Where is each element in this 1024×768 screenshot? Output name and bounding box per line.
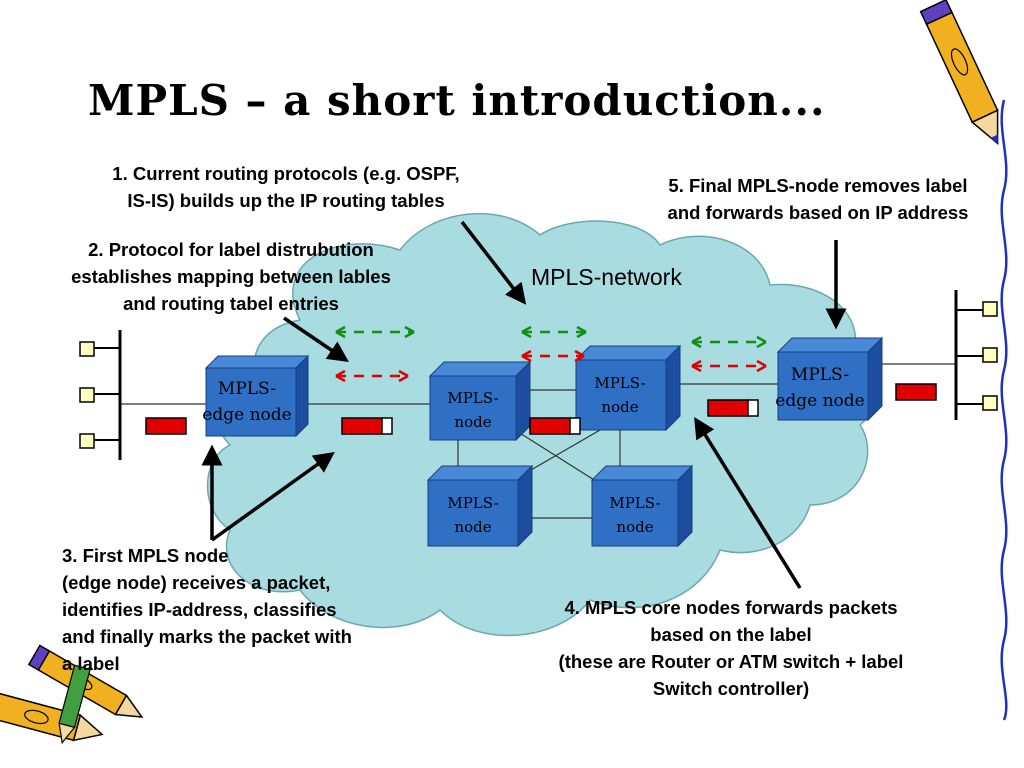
- node-label: edge node: [775, 391, 864, 411]
- right-hosts: [954, 290, 998, 420]
- packet-label-tag: [747, 399, 759, 417]
- labeled-packet-icon: [341, 417, 383, 435]
- left-hosts: [79, 330, 122, 460]
- pencil-icon: [0, 692, 104, 742]
- labeled-packet-icon: [529, 417, 571, 435]
- node-label: MPLS-: [447, 389, 498, 407]
- host-icon: [79, 387, 95, 403]
- host-icon: [79, 433, 95, 449]
- note-line: identifies IP-address, classifies: [62, 599, 337, 620]
- packets: [145, 383, 937, 435]
- node-label: MPLS-: [609, 494, 660, 512]
- pencil-icon: [58, 664, 91, 745]
- note-4: 4. MPLS core nodes forwards packets base…: [508, 594, 954, 702]
- note-3: 3. First MPLS node (edge node) receives …: [62, 542, 442, 677]
- note-line: 2. Protocol for label distrubution: [88, 239, 374, 260]
- wavy-border-decoration: [1000, 99, 1008, 721]
- note-line: (these are Router or ATM switch + label: [558, 651, 904, 672]
- packet-label-tag: [569, 417, 581, 435]
- host-icon: [79, 341, 95, 357]
- node-label: MPLS-: [791, 365, 849, 385]
- note-line: Switch controller): [652, 678, 810, 699]
- node-core-2: MPLS- node: [574, 344, 682, 432]
- packet-icon: [895, 383, 937, 401]
- node-label: MPLS-: [218, 379, 276, 399]
- node-label: MPLS-: [594, 374, 645, 392]
- node-label: node: [616, 518, 653, 536]
- packet-icon: [145, 417, 187, 435]
- note-1: 1. Current routing protocols (e.g. OSPF,…: [56, 160, 516, 214]
- note-line: 5. Final MPLS-node removes label: [668, 175, 968, 196]
- note-2: 2. Protocol for label distrubution estab…: [30, 236, 432, 317]
- node-label: edge node: [202, 405, 291, 425]
- note-5: 5. Final MPLS-node removes label and for…: [626, 172, 1010, 226]
- note-line: 1. Current routing protocols (e.g. OSPF,: [112, 163, 460, 184]
- host-icon: [982, 301, 998, 317]
- packet-label-tag: [381, 417, 393, 435]
- pencil-icon: [919, 0, 999, 146]
- network-label: MPLS-network: [531, 264, 682, 290]
- note-line: IS-IS) builds up the IP routing tables: [127, 190, 445, 211]
- node-core-1: MPLS- node: [428, 360, 532, 442]
- node-edge-right: MPLS- edge node: [775, 336, 884, 422]
- node-core-4: MPLS- node: [590, 464, 694, 548]
- pointer-arrows: [201, 220, 847, 589]
- note-line: establishes mapping between lables: [71, 266, 391, 287]
- note-line: (edge node) receives a packet,: [62, 572, 331, 593]
- note-line: and routing tabel entries: [123, 293, 339, 314]
- host-icon: [982, 347, 998, 363]
- node-label: MPLS-: [447, 494, 498, 512]
- note-line: and forwards based on IP address: [667, 202, 969, 223]
- page-title: MPLS – a short introduction...: [88, 76, 826, 125]
- labeled-packet-icon: [707, 399, 749, 417]
- note-line: based on the label: [650, 624, 812, 645]
- note-line: and finally marks the packet with: [62, 626, 352, 647]
- note-line: a label: [62, 653, 120, 674]
- node-label: node: [454, 518, 491, 536]
- node-core-3: MPLS- node: [426, 464, 534, 548]
- label-distribution-arrows: [335, 325, 767, 383]
- host-icon: [982, 395, 998, 411]
- note-line: 3. First MPLS node: [62, 545, 229, 566]
- node-edge-left: MPLS- edge node: [202, 354, 310, 438]
- node-label: node: [454, 413, 491, 431]
- note-line: 4. MPLS core nodes forwards packets: [564, 597, 898, 618]
- node-label: node: [601, 398, 638, 416]
